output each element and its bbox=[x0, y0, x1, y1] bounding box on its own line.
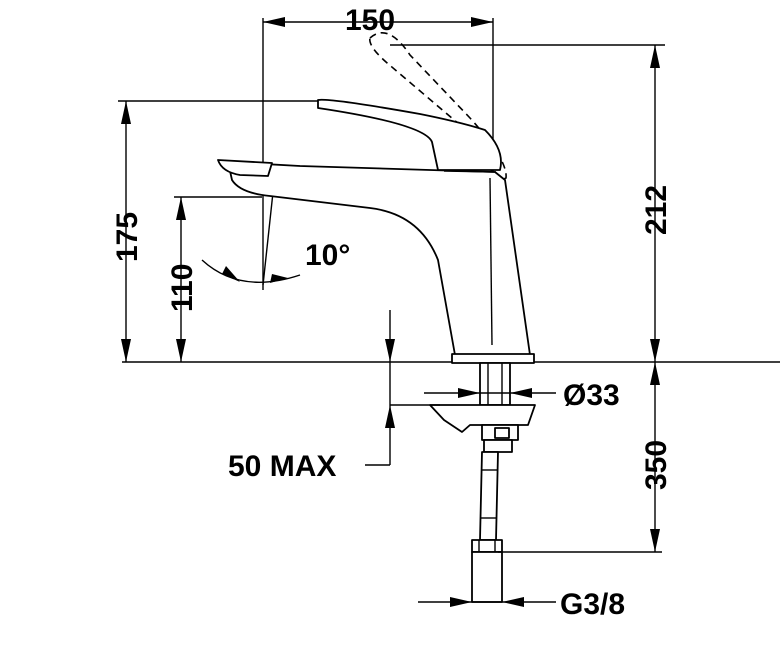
lever-handle bbox=[317, 98, 502, 171]
spout-height-dimension bbox=[118, 100, 320, 362]
spout-lip bbox=[217, 159, 273, 177]
angle-label: 10° bbox=[305, 239, 350, 272]
lever-open-position bbox=[369, 32, 507, 185]
mounting-assembly bbox=[429, 362, 536, 603]
width-label: 150 bbox=[345, 4, 395, 37]
deck-thickness-label: 50 MAX bbox=[228, 450, 336, 483]
connection-label: G3/8 bbox=[560, 588, 625, 621]
hose-length-dimension bbox=[498, 362, 662, 553]
base-plate bbox=[451, 353, 535, 364]
faucet-body bbox=[227, 161, 531, 356]
outlet-height-label: 110 bbox=[166, 264, 199, 312]
diameter-dimension bbox=[424, 388, 556, 398]
total-height-label: 212 bbox=[640, 185, 673, 235]
deck-thickness-dimension bbox=[365, 310, 440, 466]
outlet-height-dimension bbox=[174, 196, 262, 362]
total-height-dimension bbox=[390, 44, 665, 362]
connection-dimension bbox=[418, 597, 556, 607]
hose-length-label: 350 bbox=[640, 440, 673, 490]
diameter-label: Ø33 bbox=[563, 379, 620, 412]
angle-indicator bbox=[201, 182, 301, 286]
spout-height-label: 175 bbox=[111, 212, 144, 262]
